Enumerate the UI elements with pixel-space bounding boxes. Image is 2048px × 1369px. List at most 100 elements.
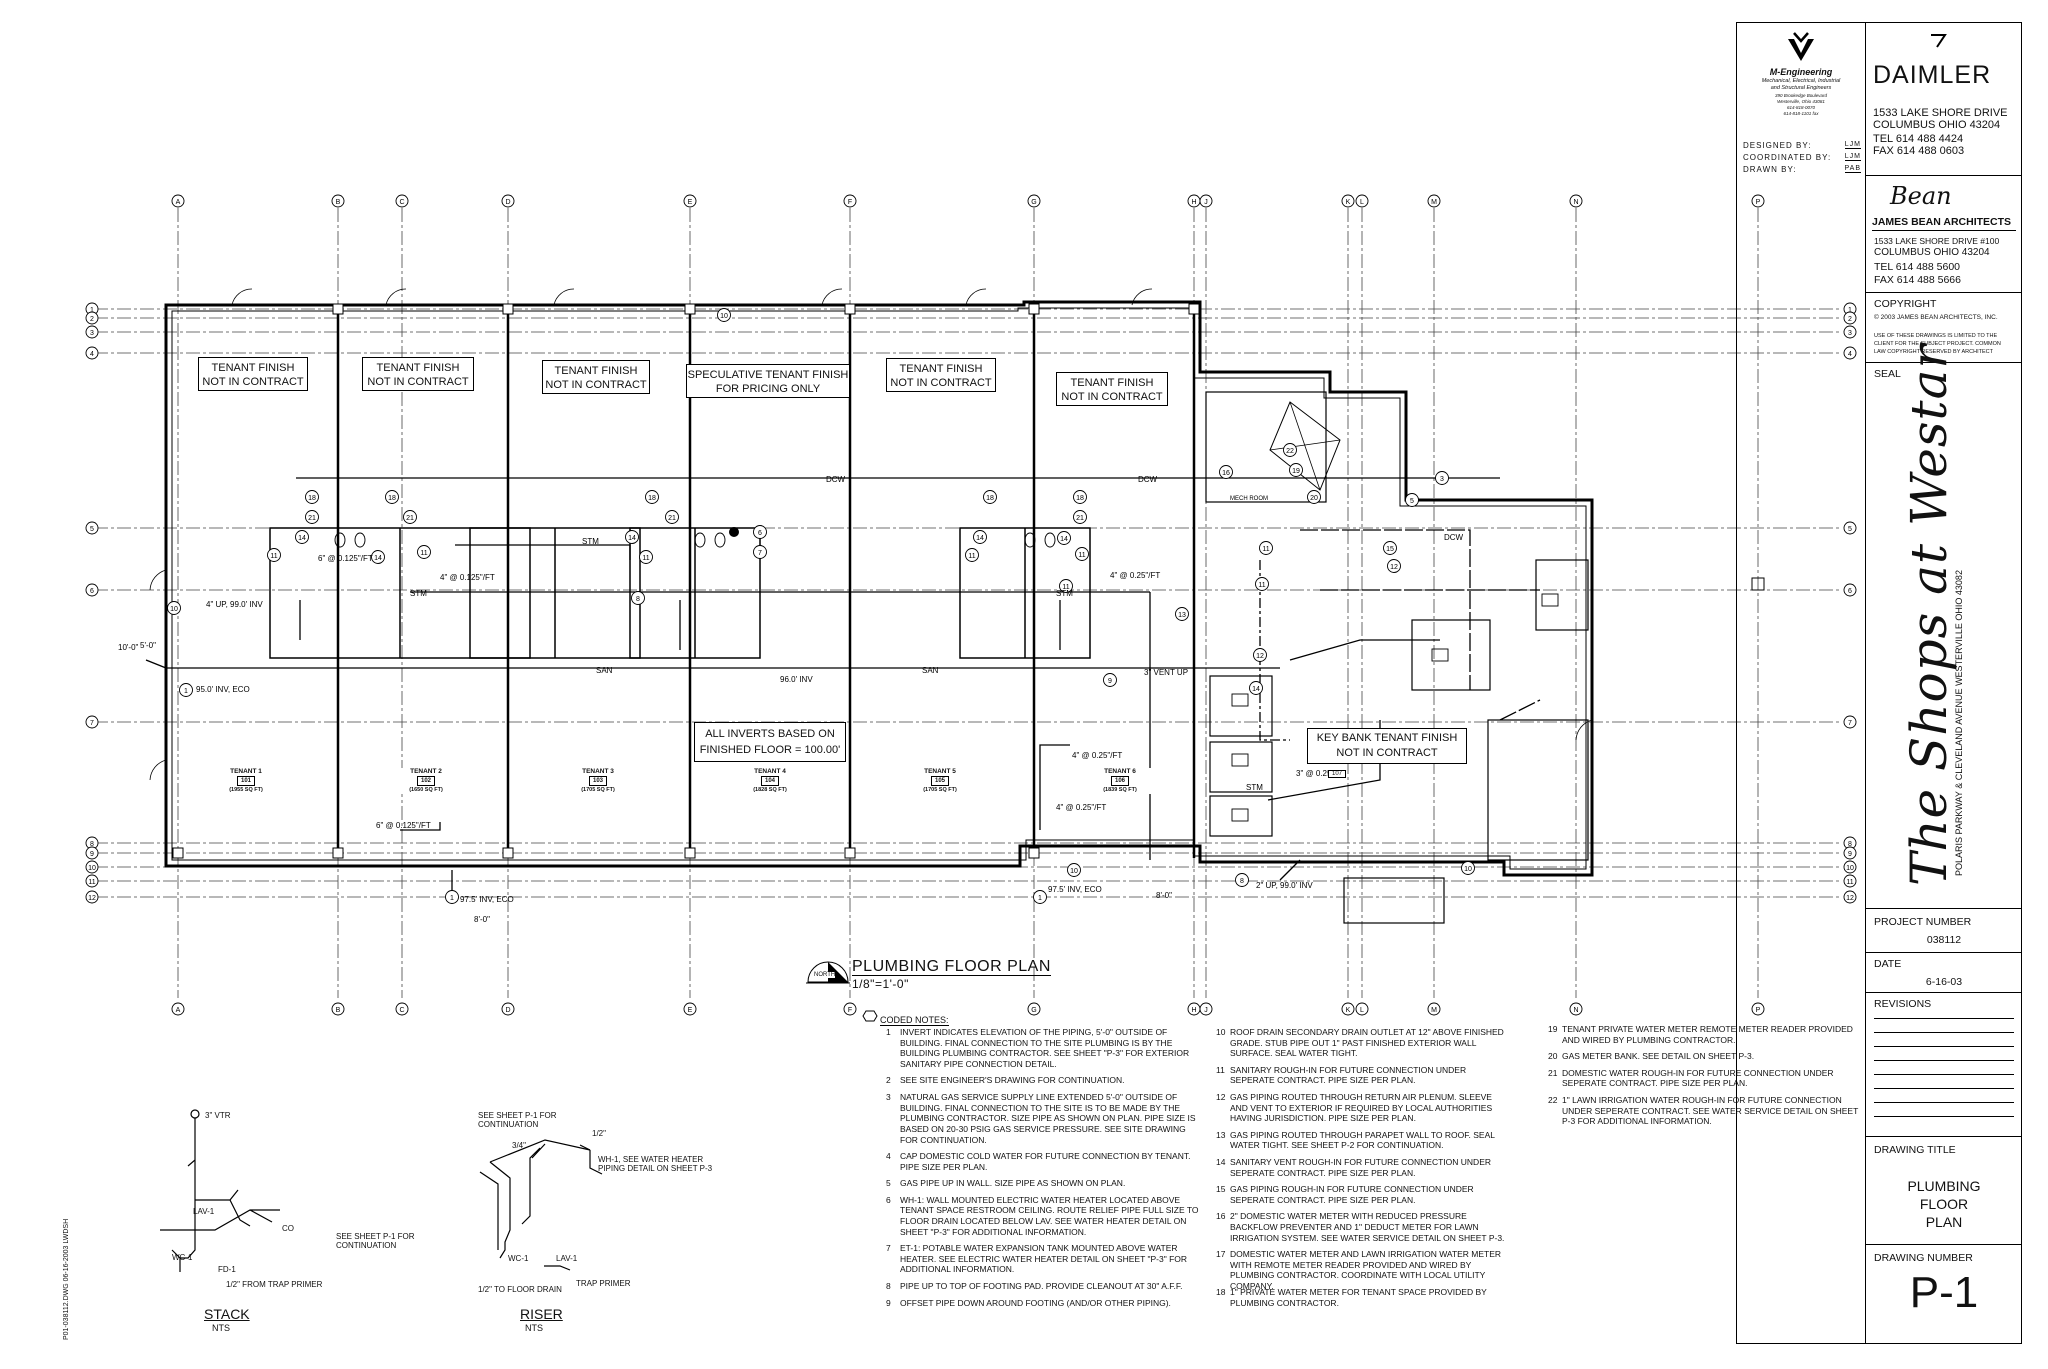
engineer-desc-2: and Structural Engineers [1770,85,1832,91]
callout-bubble [983,490,997,504]
tenant-room-number: 101 [236,776,255,786]
seal-label: SEAL [1874,368,1901,380]
coordinated-label: COORDINATED BY: [1743,153,1832,162]
invert-label: 97.5' INV, ECO [460,895,514,904]
callout-number: 21 [1076,515,1084,522]
grid-bubble [395,1002,409,1016]
grid-bubble [331,1002,345,1016]
grid-number: 11 [1846,879,1853,886]
callout-bubble [1255,577,1269,591]
invert-label: 97.5' INV, ECO [1048,885,1102,894]
coded-note-number: 3 [886,1092,891,1102]
project-address: POLARIS PARKWAY & CLEVELAND AVENUE WESTE… [1954,570,1964,876]
callout-bubble [267,548,281,562]
grid-bubble [395,194,409,208]
invert-label: 4" UP, 99.0' INV [206,600,263,609]
grid-number: 3 [90,330,94,337]
callout-number: 7 [758,550,762,557]
grid-bubble [843,1002,857,1016]
copyright-text-1: USE OF THESE DRAWINGS IS LIMITED TO THE [1874,333,1998,339]
riser-wh-label: WH-1, SEE WATER HEATER PIPING DETAIL ON … [598,1155,713,1173]
drawing-title-3: PLAN [1925,1214,1963,1230]
door-swing [1575,719,1593,741]
tenant-area: (1705 SQ FT) [581,787,615,793]
coded-note-text: GAS PIPING ROUTED THROUGH RETURN AIR PLE… [1230,1092,1493,1124]
grid-letter: G [1031,1007,1036,1014]
coded-note-text: 1" PRIVATE WATER METER FOR TENANT SPACE … [1230,1287,1487,1308]
coded-note-text: CAP DOMESTIC COLD WATER FOR FUTURE CONNE… [900,1151,1191,1172]
column-pad [502,303,514,315]
architect-addr-2: COLUMBUS OHIO 43204 [1874,247,1990,258]
architect-addr-1: 1533 LAKE SHORE DRIVE #100 [1874,236,2000,246]
coordinated-row: COORDINATED BY: LJM [1743,153,1861,162]
dcw-branch [1499,699,1541,721]
grid-letter: B [336,1007,341,1014]
grid-bubble [1199,1002,1213,1016]
dimension-label: 8'-0" [1156,891,1172,900]
callout-bubble [645,490,659,504]
coded-note-text: DOMESTIC WATER METER AND LAWN IRRIGATION… [1230,1249,1502,1292]
tenant-finish-line-1: TENANT FINISH [899,363,983,375]
copyright-text-3: LAW COPYRIGHT RESERVED BY ARCHITECT [1874,349,1993,355]
grid-number: 6 [1848,588,1852,595]
grid-number: 7 [90,720,94,727]
key-bank-room [1209,741,1273,793]
grid-bubble [85,715,99,729]
callout-bubble [1387,559,1401,573]
grid-bubble [85,860,99,874]
grid-bubble [1843,521,1857,535]
grid-letter: K [1346,1007,1351,1014]
tenant-finish-line-2: NOT IN CONTRACT [545,379,647,391]
callout-number: 18 [648,495,656,502]
callout-number: 11 [1262,546,1269,553]
grid-bubble [1843,325,1857,339]
slope-label: 4" @ 0.125"/FT [440,573,495,582]
callout-number: 14 [298,535,306,542]
grid-letter: J [1204,1007,1208,1014]
callout-bubble [1235,873,1249,887]
grid-letter: N [1573,199,1578,206]
grid-number: 11 [88,879,95,886]
drawn-by: PAB [1844,165,1861,173]
callout-number: 11 [1078,552,1085,559]
coded-note-text: GAS PIPING ROUTED THROUGH PARAPET WALL T… [1230,1129,1495,1151]
water-closet [1044,532,1056,548]
callout-number: 11 [270,553,277,560]
callout-bubble [1461,861,1475,875]
callout-number: 10 [170,606,178,613]
column-pad [1028,303,1040,315]
callout-number: 18 [308,495,316,502]
coded-note-number: 6 [886,1194,891,1205]
inverts-note-box: ALL INVERTS BASED ON FINISHED FLOOR = 10… [694,722,846,762]
callout-bubble [1057,531,1071,545]
grid-bubble [1843,346,1857,360]
water-closet [354,532,366,548]
revision-line [1874,1046,2014,1047]
architect-tel: TEL 614 488 5600 [1874,261,1961,273]
tenant-area: (1839 SQ FT) [1103,787,1137,793]
callout-bubble [1219,465,1233,479]
coded-note-number: 9 [886,1297,891,1308]
grid-bubble [1341,194,1355,208]
revisions-label: REVISIONS [1874,998,1932,1010]
tenant-room-number: 106 [1110,776,1129,786]
grid-letter: G [1031,199,1036,206]
callout-number: 10 [1464,866,1472,873]
revision-line [1874,1060,2014,1061]
grid-bubble [1569,194,1583,208]
callout-number: 11 [968,553,975,560]
callout-bubble [1249,681,1263,695]
callout-number: 18 [986,495,994,502]
divider [1866,908,2022,909]
callout-number: 20 [1310,495,1318,502]
invert-label: 96.0' INV [780,675,813,684]
